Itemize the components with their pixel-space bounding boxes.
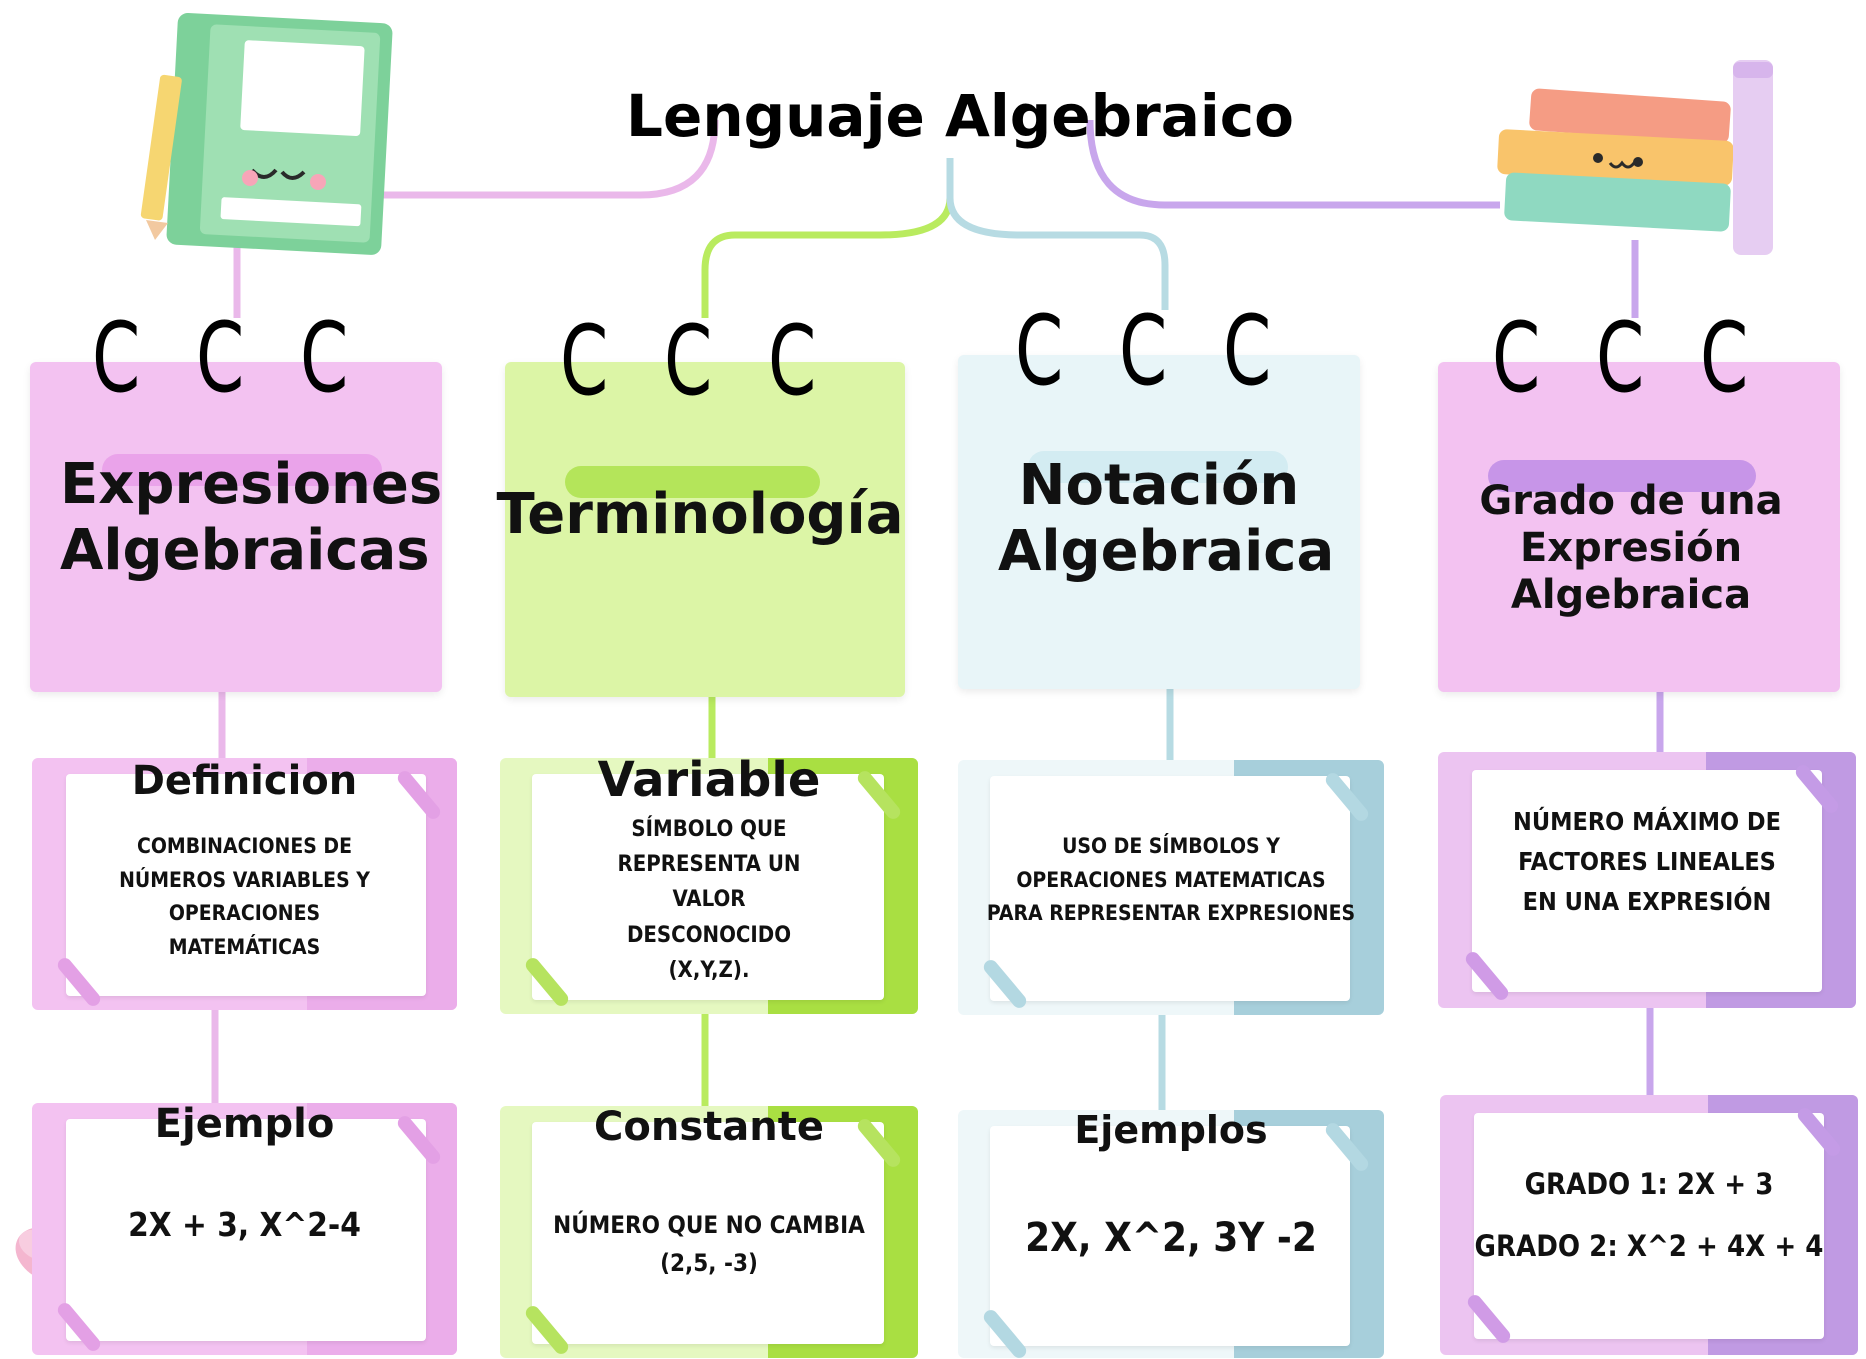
books-icon [1497, 60, 1773, 255]
heading-terminologia: Terminología [496, 482, 904, 547]
card-constante-title: Constante [594, 1106, 824, 1150]
heading-pad-expresiones: Expresiones Algebraicas [30, 362, 442, 692]
card-numero-maximo-text: Número máximo de factores lineales en un… [1513, 807, 1781, 916]
card-ejemplos-text: 2X, X^2, 3Y -2 [1025, 1215, 1317, 1261]
heading-notacion: Notación Algebraica [998, 453, 1335, 585]
card-constante: Constante Número que no cambia (2,5, -3) [500, 1106, 918, 1358]
card-ejemplo-text: 2X + 3, X^2-4 [128, 1205, 361, 1244]
card-variable-title: Variable [597, 758, 821, 808]
notebook-icon [140, 13, 393, 255]
card-numero-maximo: Número máximo de factores lineales en un… [1438, 752, 1856, 1008]
card-ejemplo: Ejemplo 2X + 3, X^2-4 [32, 1103, 457, 1355]
card-constante-text: Número que no cambia (2,5, -3) [553, 1211, 865, 1278]
card-ejemplos-title: Ejemplos [1074, 1110, 1268, 1152]
heading-pad-terminologia: Terminología [497, 362, 905, 697]
heading-grado: Grado de una Expresión Algebraica [1479, 478, 1783, 619]
card-definicion: Definicion Combinaciones de números vari… [32, 758, 457, 1010]
heading-expresiones: Expresiones Algebraicas [60, 452, 443, 584]
page-title: Lenguaje Algebraico [626, 82, 1294, 150]
card-definicion-title: Definicion [131, 758, 358, 804]
card-variable-text: Símbolo que representa un valor desconoc… [617, 817, 801, 983]
heading-pad-notacion: Notación Algebraica [958, 355, 1360, 689]
card-ejemplos: Ejemplos 2X, X^2, 3Y -2 [958, 1110, 1384, 1358]
card-grado-1-text: Grado 1: 2X + 3 [1524, 1167, 1774, 1201]
card-ejemplo-title: Ejemplo [154, 1103, 335, 1147]
card-grado-ejemplos: Grado 1: 2X + 3 Grado 2: X^2 + 4X + 4 [1440, 1095, 1858, 1355]
card-notacion-text: Uso de símbolos y operaciones matematica… [986, 834, 1356, 926]
card-grado-2-text: Grado 2: X^2 + 4X + 4 [1474, 1229, 1824, 1263]
heading-pad-grado: Grado de una Expresión Algebraica [1438, 362, 1840, 692]
card-notacion: Uso de símbolos y operaciones matematica… [958, 760, 1384, 1015]
card-variable: Variable Símbolo que representa un valor… [500, 758, 918, 1014]
card-definicion-text: Combinaciones de números variables y ope… [119, 834, 370, 959]
